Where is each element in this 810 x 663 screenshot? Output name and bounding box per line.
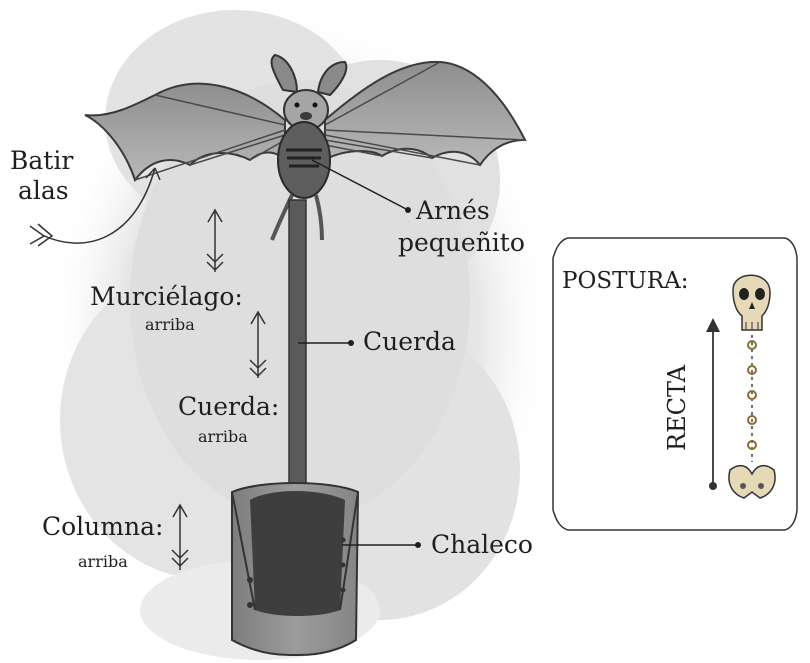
posture-value: RECTA bbox=[663, 365, 691, 451]
label-alas: alas bbox=[18, 176, 69, 205]
rope bbox=[289, 200, 306, 498]
label-cuerda: Cuerda bbox=[363, 327, 456, 356]
skull-icon bbox=[733, 275, 770, 330]
label-arnes: Arnés bbox=[416, 196, 490, 225]
label-pequenito: pequeñito bbox=[398, 228, 525, 257]
pelvis-icon bbox=[729, 466, 775, 498]
label-murcielago: Murciélago: bbox=[90, 282, 243, 311]
vest-icon bbox=[232, 483, 358, 655]
spine bbox=[748, 335, 756, 462]
label-murcielago-sub: arriba bbox=[145, 315, 195, 334]
label-columna: Columna: bbox=[42, 512, 163, 541]
posture-title: POSTURA: bbox=[562, 268, 689, 294]
label-cuerda-up: Cuerda: bbox=[178, 392, 279, 421]
label-chaleco: Chaleco bbox=[431, 530, 533, 559]
label-columna-sub: arriba bbox=[78, 552, 128, 571]
label-cuerda-sub: arriba bbox=[198, 427, 248, 446]
label-batir: Batir bbox=[10, 146, 73, 175]
posture-arrow-icon bbox=[706, 318, 720, 490]
